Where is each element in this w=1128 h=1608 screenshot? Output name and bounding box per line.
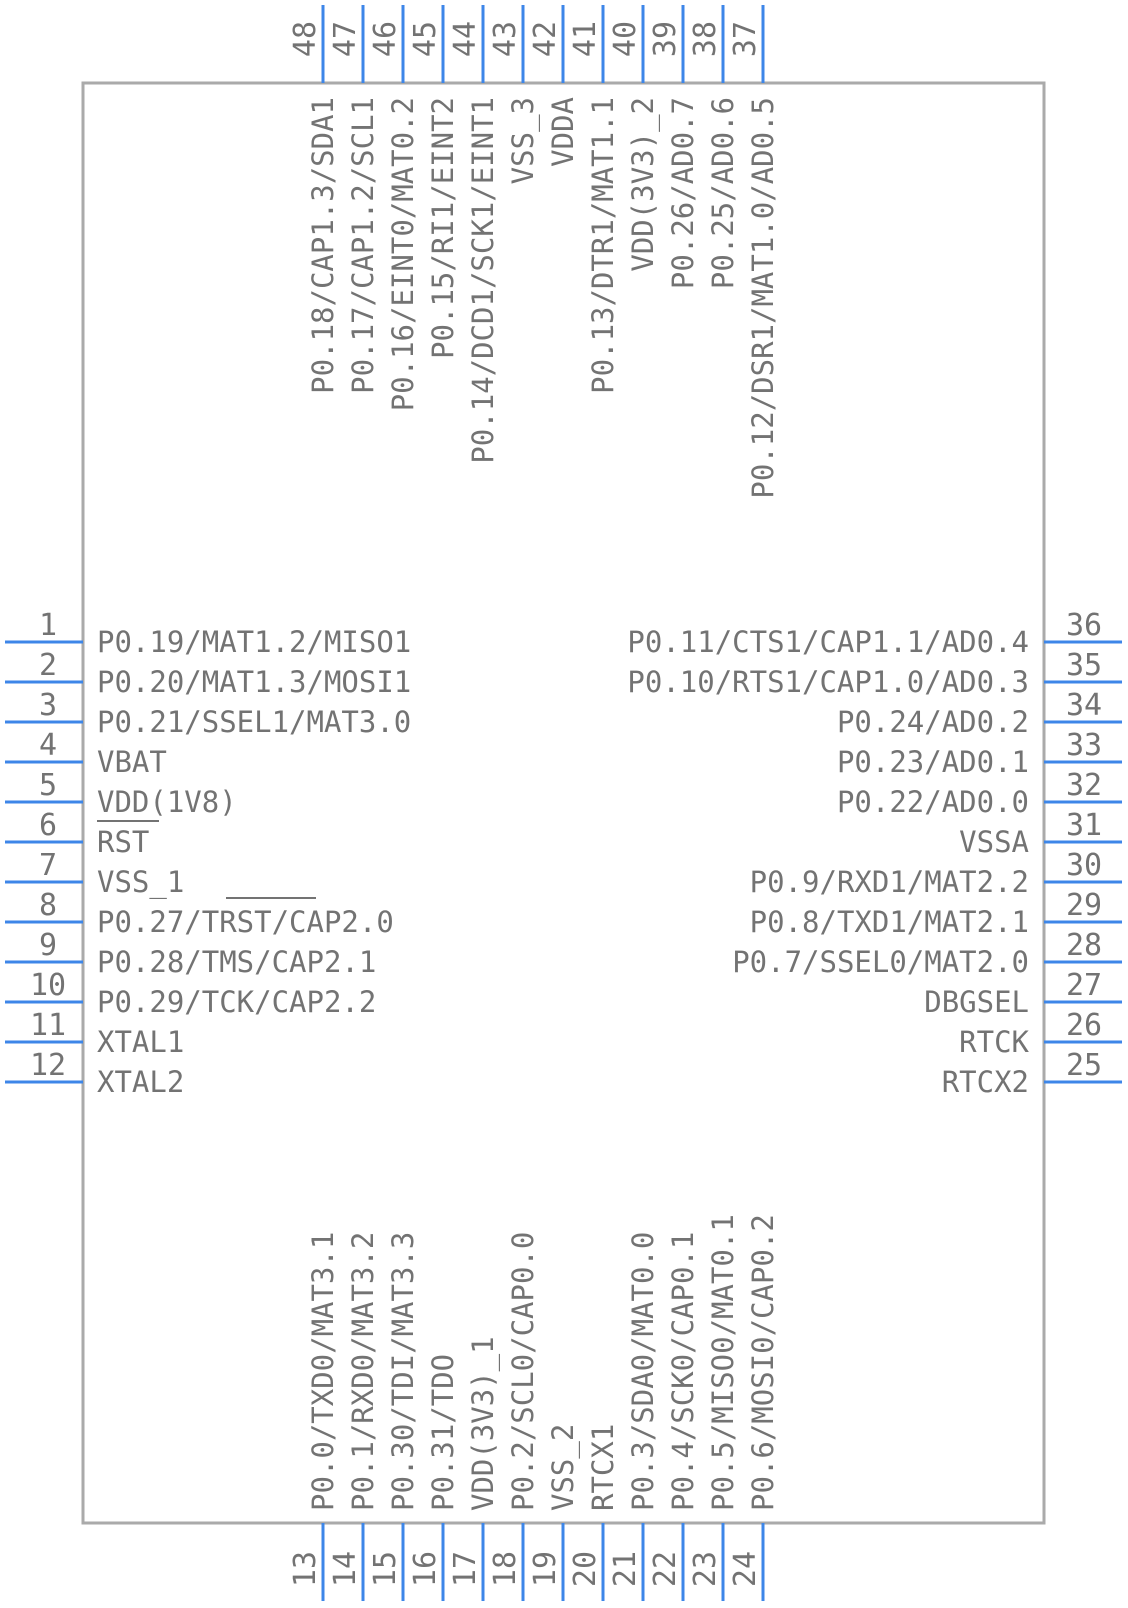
pin-14-number: 14	[328, 1551, 363, 1587]
pin-12-label: XTAL2	[97, 1065, 184, 1099]
pin-13-label: P0.0/TXD0/MAT3.1	[306, 1232, 340, 1511]
pin-12-number: 12	[30, 1048, 66, 1083]
pin-33-label: P0.23/AD0.1	[837, 745, 1029, 779]
pin-15-label: P0.30/TDI/MAT3.3	[386, 1232, 420, 1511]
pin-22-number: 22	[648, 1551, 683, 1587]
pin-8-number: 8	[39, 888, 57, 923]
pin-22-label: P0.4/SCK0/CAP0.1	[666, 1232, 700, 1511]
pin-29-label: P0.8/TXD1/MAT2.1	[750, 905, 1029, 939]
pin-5-number: 5	[39, 768, 57, 803]
pin-37-label: P0.12/DSR1/MAT1.0/AD0.5	[746, 97, 780, 499]
pin-47-number: 47	[328, 21, 363, 57]
pin-47-label: P0.17/CAP1.2/SCL1	[346, 97, 380, 394]
pin-41-number: 41	[568, 21, 603, 57]
chip-body	[81, 81, 1046, 1525]
pin-19-number: 19	[528, 1551, 563, 1587]
pin-31-label: VSSA	[959, 825, 1029, 859]
pin-44-label: P0.14/DCD1/SCK1/EINT1	[466, 97, 500, 464]
pin-6-label: RST	[97, 825, 149, 859]
pin-46-number: 46	[368, 21, 403, 57]
pin-13-number: 13	[288, 1551, 323, 1587]
pin-33-number: 33	[1066, 728, 1102, 763]
pin-32-label: P0.22/AD0.0	[837, 785, 1029, 819]
pin-20-label: RTCX1	[586, 1424, 620, 1511]
pin-4-number: 4	[39, 728, 57, 763]
pin-46-label: P0.16/EINT0/MAT0.2	[386, 97, 420, 411]
pin-35-number: 35	[1066, 648, 1102, 683]
pin-29-number: 29	[1066, 888, 1102, 923]
pin-7-number: 7	[39, 848, 57, 883]
pin-42-label: VDDA	[546, 97, 580, 167]
pin-10-label: P0.29/TCK/CAP2.2	[97, 985, 376, 1019]
pin-10-number: 10	[30, 968, 66, 1003]
pin-28-number: 28	[1066, 928, 1102, 963]
pin-34-label: P0.24/AD0.2	[837, 705, 1029, 739]
pin-15-number: 15	[368, 1551, 403, 1587]
pin-43-label: VSS_3	[506, 97, 541, 184]
pin-38-label: P0.25/AD0.6	[706, 97, 740, 289]
pin-6-number: 6	[39, 808, 57, 843]
pin-30-number: 30	[1066, 848, 1102, 883]
pin-32-number: 32	[1066, 768, 1102, 803]
pin-36-number: 36	[1066, 608, 1102, 643]
pin-24-label: P0.6/MOSI0/CAP0.2	[746, 1214, 780, 1511]
pin-30-label: P0.9/RXD1/MAT2.2	[750, 865, 1029, 899]
pin-8-label: P0.27/TRST/CAP2.0	[97, 905, 394, 939]
pin-28-label: P0.7/SSEL0/MAT2.0	[732, 945, 1029, 979]
pin-34-number: 34	[1066, 688, 1102, 723]
pin-14-label: P0.1/RXD0/MAT3.2	[346, 1232, 380, 1511]
pin-25-number: 25	[1066, 1048, 1102, 1083]
pin-21-label: P0.3/SDA0/MAT0.0	[626, 1232, 660, 1511]
pin-5-label: VDD(1V8)	[97, 785, 237, 819]
pin-16-label: P0.31/TDO	[426, 1354, 460, 1511]
pin-31-number: 31	[1066, 808, 1102, 843]
pin-39-number: 39	[648, 21, 683, 57]
pin-27-number: 27	[1066, 968, 1102, 1003]
pin-1-number: 1	[39, 608, 57, 643]
pin-41-label: P0.13/DTR1/MAT1.1	[586, 97, 620, 394]
pin-17-label: VDD(3V3)_1	[466, 1336, 501, 1511]
pin-17-number: 17	[448, 1551, 483, 1587]
pin-43-number: 43	[488, 21, 523, 57]
pin-24-number: 24	[728, 1551, 763, 1587]
pin-18-label: P0.2/SCL0/CAP0.0	[506, 1232, 540, 1511]
pin-48-label: P0.18/CAP1.3/SDA1	[306, 97, 340, 394]
pin-20-number: 20	[568, 1551, 603, 1587]
pin-7-label: VSS_1	[97, 865, 184, 900]
pin-45-label: P0.15/RI1/EINT2	[426, 97, 460, 359]
pin-18-number: 18	[488, 1551, 523, 1587]
pin-16-number: 16	[408, 1551, 443, 1587]
pin-27-label: DBGSEL	[924, 985, 1029, 1019]
pin-25-label: RTCX2	[942, 1065, 1029, 1099]
pin-38-number: 38	[688, 21, 723, 57]
pin-40-number: 40	[608, 21, 643, 57]
pin-1-label: P0.19/MAT1.2/MISO1	[97, 625, 411, 659]
pin-42-number: 42	[528, 21, 563, 57]
pin-40-label: VDD(3V3)_2	[626, 97, 661, 272]
pin-11-number: 11	[30, 1008, 66, 1043]
pin-26-label: RTCK	[959, 1025, 1029, 1059]
pin-44-number: 44	[448, 21, 483, 57]
pin-19-label: VSS_2	[546, 1424, 581, 1511]
pin-23-label: P0.5/MISO0/MAT0.1	[706, 1214, 740, 1511]
pin-2-number: 2	[39, 648, 57, 683]
pin-3-label: P0.21/SSEL1/MAT3.0	[97, 705, 411, 739]
pin-36-label: P0.11/CTS1/CAP1.1/AD0.4	[627, 625, 1029, 659]
pin-9-label: P0.28/TMS/CAP2.1	[97, 945, 376, 979]
pin-2-label: P0.20/MAT1.3/MOSI1	[97, 665, 411, 699]
pin-45-number: 45	[408, 21, 443, 57]
pin-35-label: P0.10/RTS1/CAP1.0/AD0.3	[627, 665, 1029, 699]
pin-39-label: P0.26/AD0.7	[666, 97, 700, 289]
pin-37-number: 37	[728, 21, 763, 57]
pin-23-number: 23	[688, 1551, 723, 1587]
pin-48-number: 48	[288, 21, 323, 57]
pin-3-number: 3	[39, 688, 57, 723]
pin-26-number: 26	[1066, 1008, 1102, 1043]
pin-11-label: XTAL1	[97, 1025, 184, 1059]
pin-9-number: 9	[39, 928, 57, 963]
pin-21-number: 21	[608, 1551, 643, 1587]
pin-4-label: VBAT	[97, 745, 167, 779]
